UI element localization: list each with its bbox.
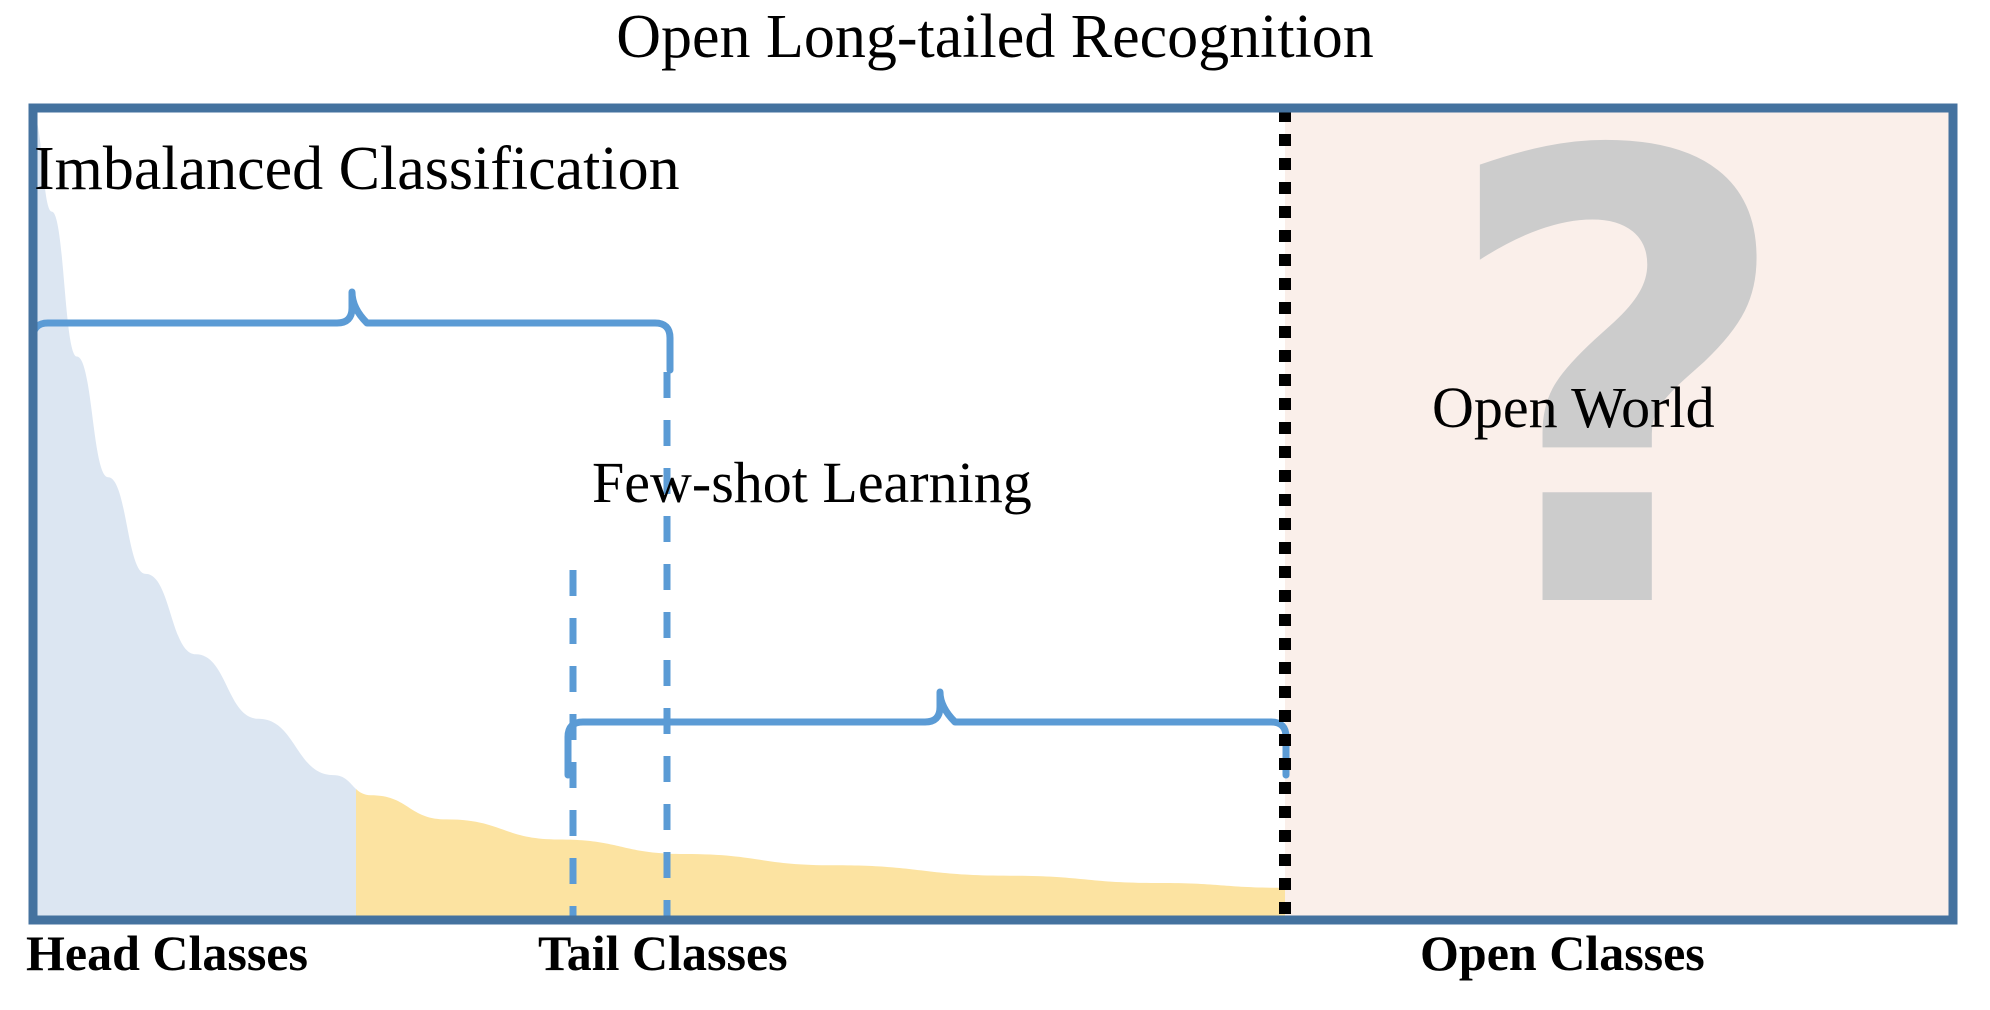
figure-frame: [28, 103, 1958, 925]
few-shot-learning-brace: [564, 688, 1290, 779]
question-mark-icon: ?: [1437, 26, 1797, 747]
tail-classes-area: [356, 788, 1285, 920]
imbalanced-classification-label: Imbalanced Classification: [34, 135, 680, 203]
head-classes-axis-label: Head Classes: [26, 925, 308, 981]
head-classes-area: [33, 115, 356, 920]
svg-text:?: ?: [1437, 26, 1797, 747]
open-classes-axis-label: Open Classes: [1420, 925, 1705, 981]
tail-classes-axis-label: Tail Classes: [538, 925, 788, 981]
few-shot-learning-label: Few-shot Learning: [592, 450, 1032, 515]
open-world-label: Open World: [1432, 375, 1715, 440]
imbalanced-classification-brace: [29, 288, 674, 374]
open-classes-region: [1285, 108, 1953, 920]
figure-title: Open Long-tailed Recognition: [616, 3, 1374, 71]
